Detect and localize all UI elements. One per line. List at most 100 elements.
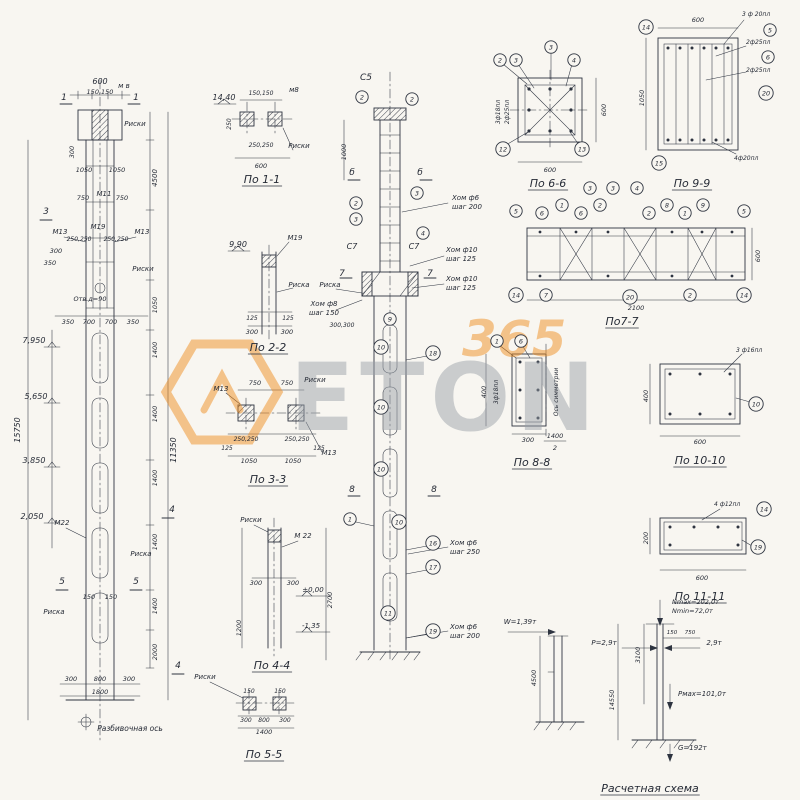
- drawing-label: 2100: [628, 304, 645, 312]
- callout-circle: [355, 90, 369, 104]
- callout-number: 11: [384, 609, 392, 617]
- section-title: По 1-1: [244, 173, 280, 186]
- drawing-label: М22: [55, 519, 70, 527]
- drawing-label: 1400: [151, 534, 159, 551]
- callout-circle: [574, 206, 588, 220]
- callout-2: 2: [683, 288, 697, 302]
- section-title: По7-7: [606, 315, 639, 328]
- callout-10: 10: [373, 399, 389, 415]
- callout-number: 19: [754, 543, 762, 551]
- section-2-2-geometry: [227, 241, 294, 343]
- callout-3: 3: [544, 40, 558, 54]
- drawing-label: Р=2,9т: [591, 639, 617, 647]
- callout-number: 1: [495, 337, 499, 345]
- section-4-4-geometry: [241, 517, 331, 661]
- callout-circle: [425, 345, 441, 361]
- drawing-label: 1050: [638, 90, 646, 107]
- drawing-label: 3,850: [23, 456, 46, 465]
- callout-18: 18: [425, 345, 441, 361]
- drawing-label: 300: [279, 717, 291, 724]
- drawing-label: 125: [282, 315, 294, 322]
- callout-14: 14: [508, 287, 524, 303]
- callout-circle: [683, 288, 697, 302]
- drawing-label: 600: [692, 16, 704, 24]
- callout-14: 14: [756, 501, 772, 517]
- callout-circle: [349, 196, 363, 210]
- watermark-brand: ETON: [290, 344, 601, 453]
- drawing-label: 2: [553, 444, 557, 452]
- drawing-label: М19: [91, 223, 106, 231]
- drawing-label: 300: [123, 675, 135, 683]
- drawing-label: 3ф18пл: [495, 100, 502, 125]
- drawing-label: -1,35: [302, 622, 321, 630]
- callout-number: 16: [429, 539, 437, 547]
- callout-circle: [349, 212, 363, 226]
- callout-3: 3: [349, 212, 363, 226]
- drawing-label: 125: [221, 445, 233, 452]
- drawing-label: 1400: [151, 342, 159, 359]
- callout-circle: [660, 198, 674, 212]
- callout-circle: [736, 287, 752, 303]
- drawing-label: 125: [246, 315, 258, 322]
- callout-2: 2: [593, 198, 607, 212]
- drawing-label: 150: [105, 593, 117, 601]
- callout-number: 10: [395, 518, 403, 526]
- drawing-label: 300: [65, 675, 77, 683]
- section-11-11-geometry: [649, 508, 753, 571]
- drawing-label: G=192т: [678, 744, 708, 752]
- callout-9: 9: [696, 198, 710, 212]
- drawing-label: Риски: [288, 142, 310, 150]
- drawing-label: шаг 250: [450, 548, 481, 556]
- drawing-label: 600: [544, 166, 556, 174]
- callout-17: 17: [425, 559, 441, 575]
- drawing-label: 250,250: [104, 236, 129, 243]
- callout-2: 2: [405, 92, 419, 106]
- drawing-label: 3 ф 20пл: [742, 11, 770, 18]
- drawing-label: 8: [431, 485, 437, 495]
- drawing-label: шаг 150: [309, 309, 340, 317]
- callout-number: 1: [348, 515, 352, 523]
- drawing-label: Nmax=202,0т: [672, 598, 719, 606]
- drawing-label: 3100: [634, 647, 642, 664]
- drawing-label: 250: [226, 118, 233, 130]
- callout-5: 5: [763, 23, 777, 37]
- callout-10: 10: [391, 514, 407, 530]
- drawing-label: 2000: [151, 644, 159, 661]
- callout-circle: [748, 396, 764, 412]
- callout-2: 2: [349, 196, 363, 210]
- callout-19: 19: [425, 623, 441, 639]
- callout-circle: [756, 501, 772, 517]
- callout-5: 5: [509, 204, 523, 218]
- callout-14: 14: [638, 19, 654, 35]
- callout-circle: [343, 512, 357, 526]
- callout-number: 19: [429, 627, 437, 635]
- drawing-label: м8: [289, 86, 299, 94]
- drawing-geometry: [27, 19, 753, 762]
- drawing-label: 600: [694, 438, 706, 446]
- drawing-label: 600: [696, 574, 708, 582]
- drawing-label: Риски: [132, 265, 154, 273]
- left-column-elevation: [27, 79, 185, 741]
- drawing-label: Рмах=101,0т: [678, 690, 727, 698]
- callout-circle: [535, 206, 549, 220]
- callout-circle: [574, 141, 590, 157]
- callout-3: 3: [410, 186, 424, 200]
- callout-number: 2: [354, 199, 358, 207]
- callout-circle: [509, 204, 523, 218]
- callout-number: 9: [388, 315, 392, 323]
- callout-circle: [737, 204, 751, 218]
- section-title: По 10-10: [675, 454, 725, 467]
- drawing-label: 150,150: [249, 90, 274, 97]
- callout-circle: [373, 339, 389, 355]
- callout-number: 5: [768, 26, 772, 34]
- callout-number: 20: [626, 293, 634, 301]
- callout-circle: [763, 23, 777, 37]
- drawing-label: 700: [105, 318, 117, 326]
- callout-number: 14: [512, 291, 520, 299]
- callout-1: 1: [490, 334, 504, 348]
- drawing-label: 1050: [151, 297, 159, 314]
- callout-4: 4: [567, 53, 581, 67]
- callout-number: 7: [544, 291, 549, 299]
